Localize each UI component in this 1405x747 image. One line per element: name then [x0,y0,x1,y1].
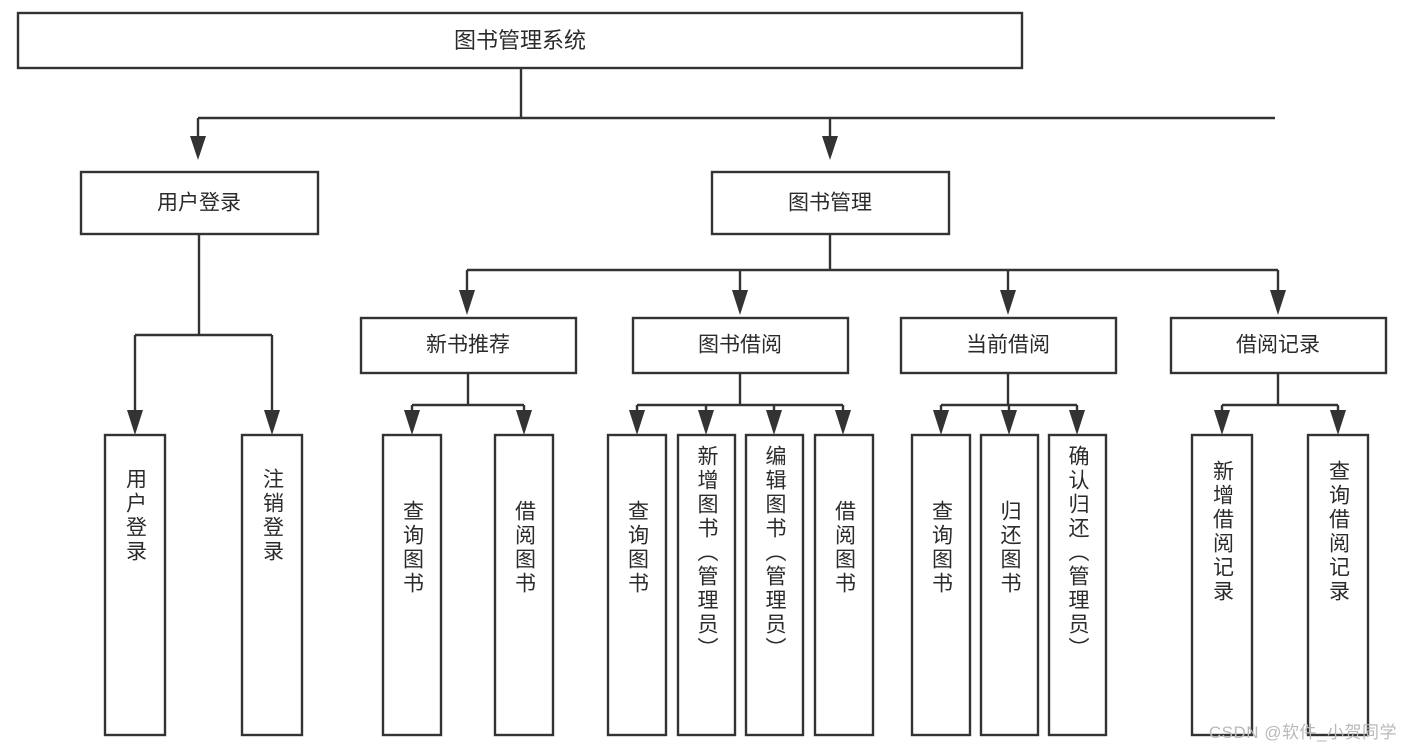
arrow-head-new-book-recommend [459,290,475,315]
watermark-text: CSDN @软件_小贺同学 [1208,723,1397,742]
arrow-head-leaf-bb-borrow [835,410,851,435]
arrow-head-leaf-br-add [1214,410,1230,435]
node-book-manage-label: 图书管理 [788,192,872,215]
leaf-box-bb-edit-book[interactable] [744,433,805,737]
node-book-manage[interactable]: 图书管理 [710,170,951,236]
node-borrow-record-label: 借阅记录 [1236,334,1320,357]
leaf-box-nbr-query-book[interactable] [381,433,443,737]
node-root-label: 图书管理系统 [454,28,586,53]
leaf-box-bb-query-book[interactable] [606,433,668,737]
arrow-head-leaf-user-login [127,410,143,435]
connector-root-to-level2 [190,68,1275,160]
node-root[interactable]: 图书管理系统 [16,11,1024,70]
node-user-login[interactable]: 用户登录 [79,170,320,236]
node-user-login-box[interactable] [79,170,320,236]
leaf-box-bb-borrow-book[interactable] [813,433,875,737]
arrow-head-leaf-cb-return [1001,410,1017,435]
leaf-box-logout[interactable] [240,433,304,737]
arrow-head-book-borrow [732,290,748,315]
node-current-borrow-label: 当前借阅 [966,334,1050,357]
arrow-head-leaf-cb-query [933,410,949,435]
node-root-box[interactable] [16,11,1024,70]
arrow-head-user-login [190,136,206,160]
arrow-head-leaf-bb-edit [766,410,782,435]
node-book-borrow-label: 图书借阅 [698,334,782,357]
connector-user-login-to-leaves [127,234,280,435]
connector-current-borrow-to-leaves [933,373,1085,435]
leaf-box-br-add-record[interactable] [1190,433,1254,737]
arrow-head-book-manage [822,136,838,160]
leaf-box-cb-query-book[interactable] [910,433,972,737]
leaf-box-nbr-borrow-book[interactable] [493,433,555,737]
arrow-head-leaf-cb-confirm [1069,410,1085,435]
node-current-borrow[interactable]: 当前借阅 [899,316,1118,375]
connector-borrow-record-to-leaves [1214,373,1346,435]
arrow-head-borrow-record [1270,290,1286,315]
leaf-box-cb-return-book[interactable] [979,433,1040,737]
node-user-login-label: 用户登录 [157,192,241,215]
node-book-borrow[interactable]: 图书借阅 [631,316,850,375]
arrow-head-leaf-logout [264,410,280,435]
connector-book-borrow-to-leaves [629,373,851,435]
leaf-box-bb-add-book[interactable] [676,433,737,737]
node-new-book-recommend[interactable]: 新书推荐 [359,316,578,375]
connector-book-manage-to-level3 [459,234,1286,315]
arrow-head-leaf-br-query [1330,410,1346,435]
arrow-head-leaf-bb-query [629,410,645,435]
leaf-box-cb-confirm-return[interactable] [1047,433,1108,737]
leaf-box-user-login[interactable] [103,433,167,737]
node-new-book-recommend-label: 新书推荐 [426,334,510,357]
leaf-box-br-query-record[interactable] [1306,433,1370,737]
arrow-head-leaf-bb-add [698,410,714,435]
node-current-borrow-box[interactable] [899,316,1118,375]
connector-new-book-recommend-to-leaves [404,373,532,435]
node-new-book-recommend-box[interactable] [359,316,578,375]
arrow-head-leaf-nbr-query [404,410,420,435]
arrow-head-current-borrow [1000,290,1016,315]
node-borrow-record[interactable]: 借阅记录 [1169,316,1388,375]
arrow-head-leaf-nbr-borrow [516,410,532,435]
